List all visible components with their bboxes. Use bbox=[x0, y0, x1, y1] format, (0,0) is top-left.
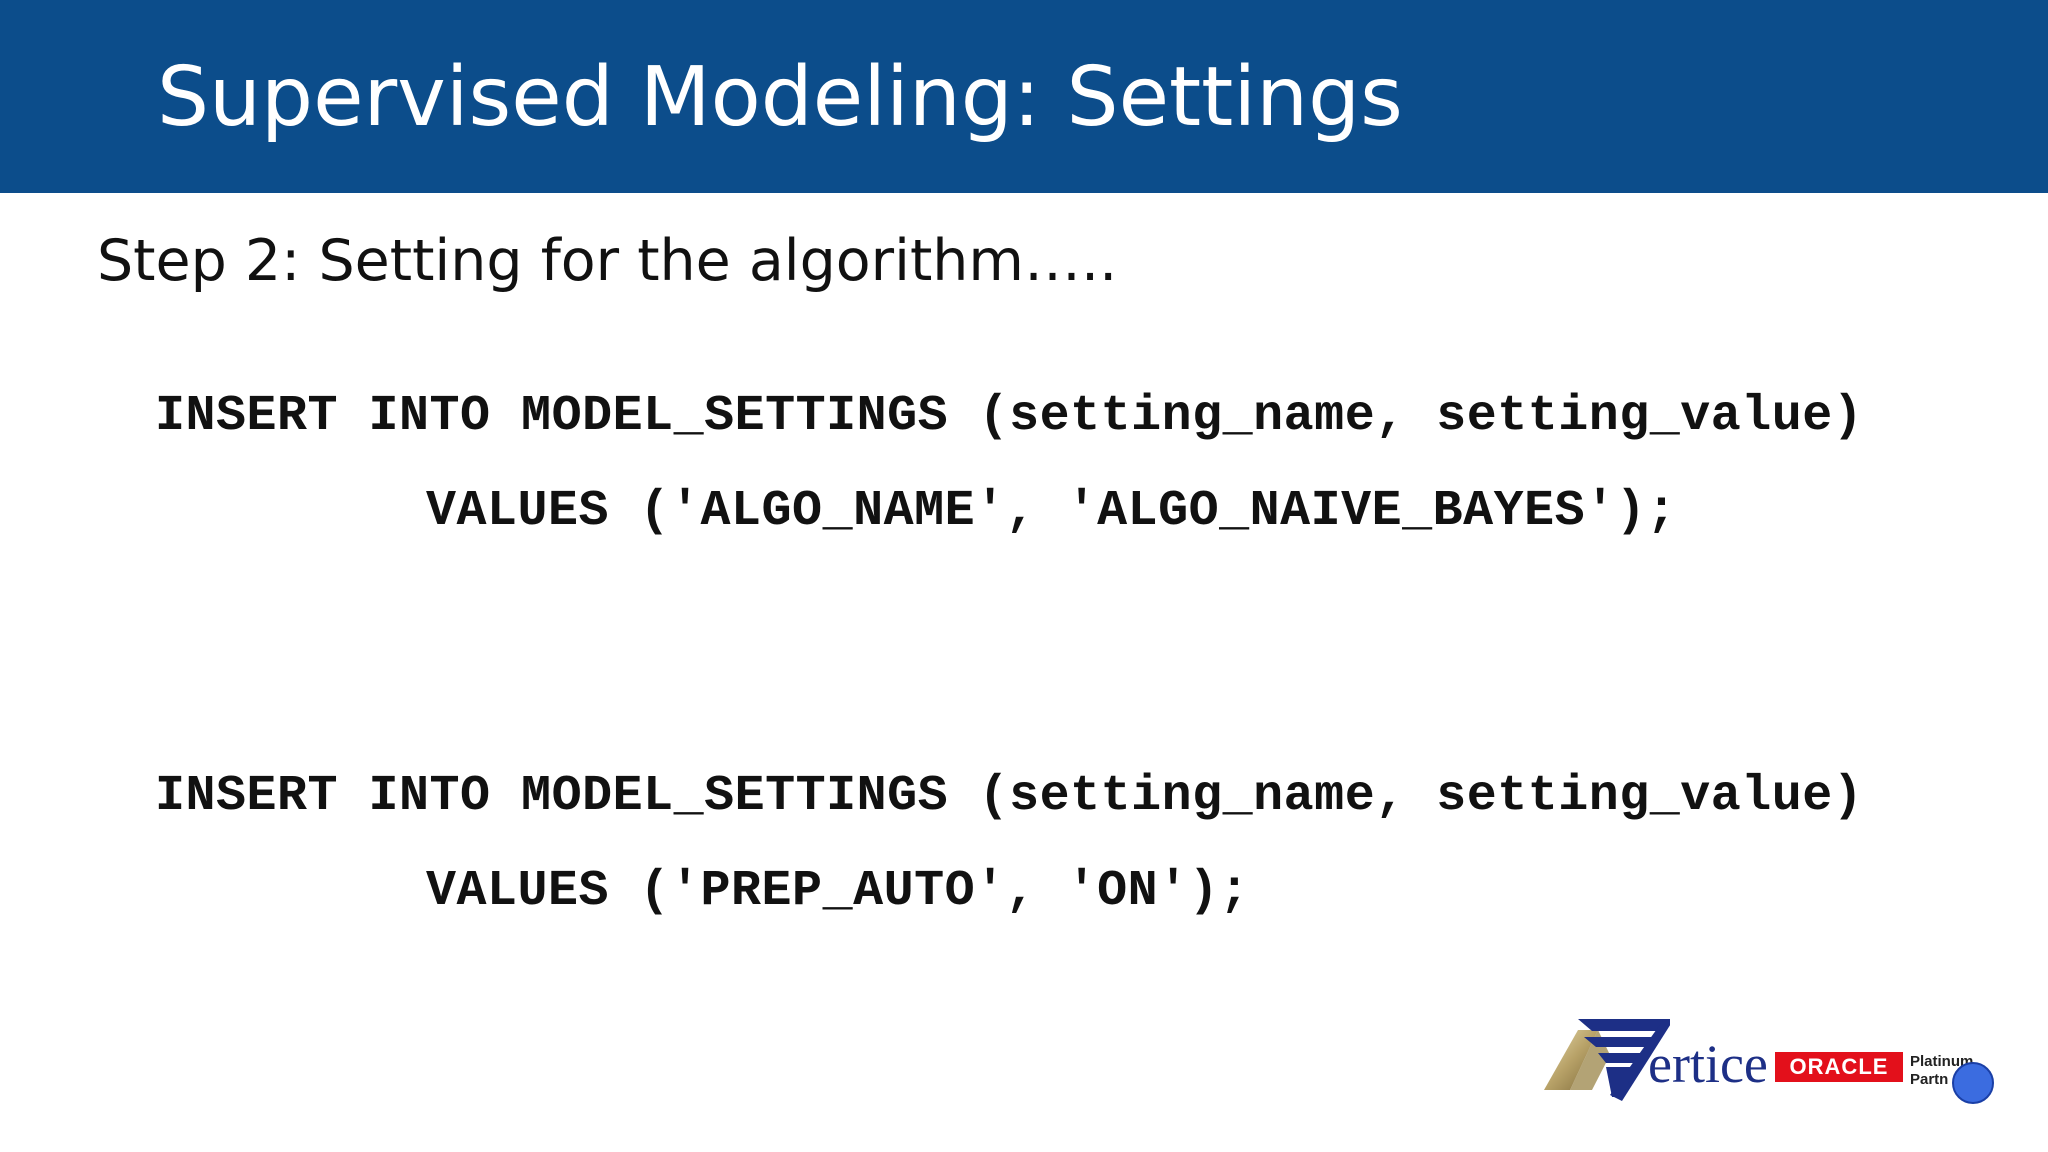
code-line-insert-2: INSERT INTO MODEL_SETTINGS (setting_name… bbox=[155, 768, 1864, 825]
code-line-insert-1: INSERT INTO MODEL_SETTINGS (setting_name… bbox=[155, 388, 1864, 445]
slide-title: Supervised Modeling: Settings bbox=[157, 50, 1403, 145]
cursor-dot-icon bbox=[1952, 1062, 1994, 1104]
partner-label-line-2: Partn bbox=[1910, 1071, 1949, 1088]
code-line-values-1: VALUES ('ALGO_NAME', 'ALGO_NAIVE_BAYES')… bbox=[426, 483, 1677, 540]
vertice-wordmark: ertice bbox=[1648, 1034, 1768, 1094]
vertice-oracle-logo: ertice ORACLE Platinum Partn bbox=[1540, 1005, 1980, 1105]
step-heading: Step 2: Setting for the algorithm….. bbox=[97, 228, 1118, 294]
code-line-values-2: VALUES ('PREP_AUTO', 'ON'); bbox=[426, 863, 1250, 920]
vertice-triangle-logo-icon bbox=[1544, 1019, 1670, 1101]
title-bar: Supervised Modeling: Settings bbox=[0, 0, 2048, 193]
oracle-logo: ORACLE bbox=[1775, 1052, 1903, 1082]
partner-label-line-1: Platinum bbox=[1910, 1053, 1974, 1070]
